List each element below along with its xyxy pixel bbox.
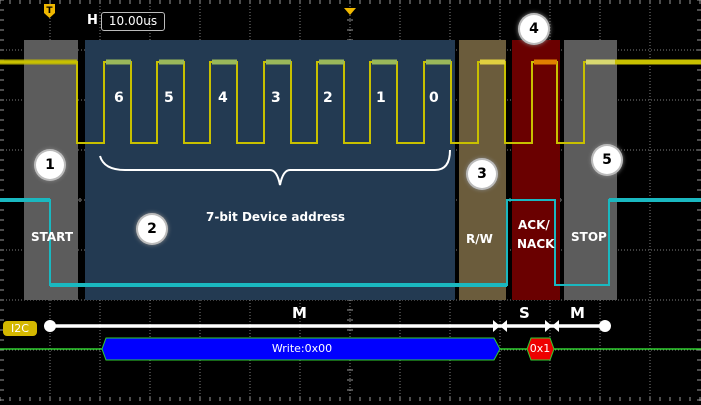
bit-label: 5 <box>164 90 174 106</box>
timeline-arrow <box>500 320 507 332</box>
packet-ack <box>526 337 555 361</box>
bit-label: 3 <box>271 90 281 106</box>
timeline-arrow <box>552 320 559 332</box>
segment-label-master: M <box>570 304 585 322</box>
segment-label-slave: S <box>519 304 530 322</box>
bit-label: 2 <box>323 90 333 106</box>
timeline-start-dot <box>44 320 56 332</box>
packet-write <box>101 337 501 361</box>
timeline-end-dot <box>599 320 611 332</box>
i2c-channel-label[interactable]: I2C <box>3 321 37 336</box>
step-badge-3: 3 <box>468 160 496 188</box>
region-label-ack: ACK/ <box>518 218 550 232</box>
region-label-address: 7-bit Device address <box>206 210 346 224</box>
step-badge-1: 1 <box>36 151 64 179</box>
address-brace <box>99 149 451 186</box>
bit-label: 4 <box>218 90 228 106</box>
bit-label: 6 <box>114 90 124 106</box>
timeline-arrow <box>545 320 552 332</box>
trigger-marker[interactable]: T <box>44 3 55 18</box>
region-label-stop: STOP <box>571 230 607 244</box>
scl-trace <box>0 199 701 286</box>
bit-label: 0 <box>429 90 439 106</box>
packet-write-label: Write:0x00 <box>271 342 333 355</box>
timeline-arrow <box>493 320 500 332</box>
svg-text:T: T <box>46 6 53 16</box>
trigger-position-marker[interactable] <box>344 0 356 19</box>
step-badge-5: 5 <box>593 146 621 174</box>
region-ack <box>512 40 560 300</box>
segment-label-master: M <box>292 304 307 322</box>
bit-label: 1 <box>376 90 386 106</box>
region-label-start: START <box>31 230 74 244</box>
timebase-value[interactable]: 10.00us <box>101 12 165 31</box>
timebase-label: H <box>87 13 98 28</box>
region-label-rw: R/W <box>466 232 493 246</box>
step-badge-2: 2 <box>138 215 166 243</box>
step-badge-4: 4 <box>520 15 548 43</box>
region-label-nack: NACK <box>517 237 555 251</box>
packet-ack-label: 0x1 <box>529 342 551 355</box>
